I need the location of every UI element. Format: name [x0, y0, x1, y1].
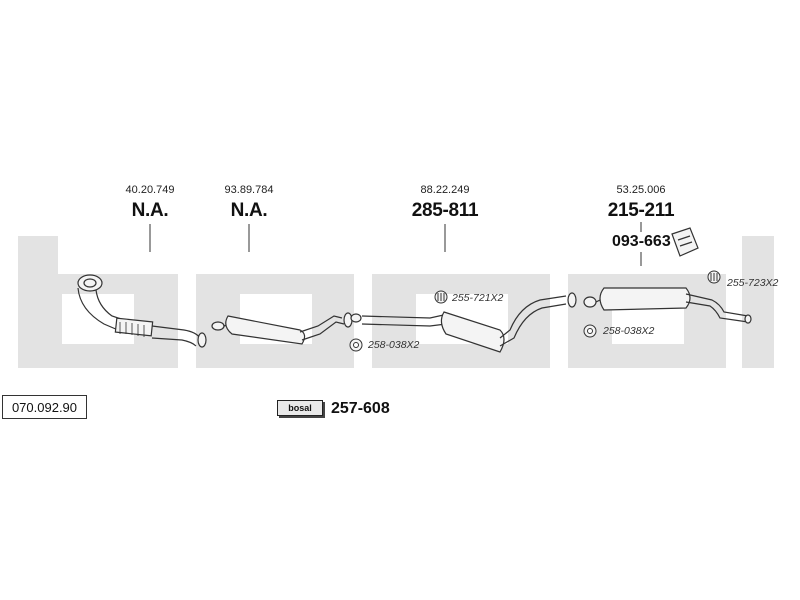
bracket-part [671, 227, 699, 257]
rear-silencer-part [583, 287, 752, 324]
reference-code-3: 258-038X2 [603, 325, 655, 337]
part-number-3: 285-811 [411, 200, 479, 221]
reference-code-2: 258-038X2 [368, 339, 420, 351]
oe-number-3: 88.22.249 [420, 184, 470, 196]
part-number-2: N.A. [230, 200, 268, 221]
part-number-4: 215-211 [607, 200, 675, 221]
extra-part-number: 093-663 [612, 233, 671, 250]
rubber-ring-icon-2 [583, 324, 597, 338]
catalog-number: 070.092.90 [2, 395, 87, 419]
reference-code-4: 255-723X2 [727, 277, 779, 289]
leader-lines [149, 222, 642, 266]
oe-number-4: 53.25.006 [616, 184, 666, 196]
oe-number-2: 93.89.784 [224, 184, 274, 196]
clamp-icon-2 [707, 270, 721, 284]
part-number-1: N.A. [131, 200, 169, 221]
center-pipe-part [350, 292, 577, 353]
front-silencer-part [211, 312, 353, 345]
oe-number-1: 40.20.749 [125, 184, 175, 196]
kit-number: 257-608 [331, 400, 390, 417]
brand-logo: bosal [277, 400, 323, 416]
rubber-ring-icon [349, 338, 363, 352]
reference-code-1: 255-721X2 [452, 292, 504, 304]
front-pipe-part [77, 274, 207, 348]
clamp-icon [434, 290, 448, 304]
